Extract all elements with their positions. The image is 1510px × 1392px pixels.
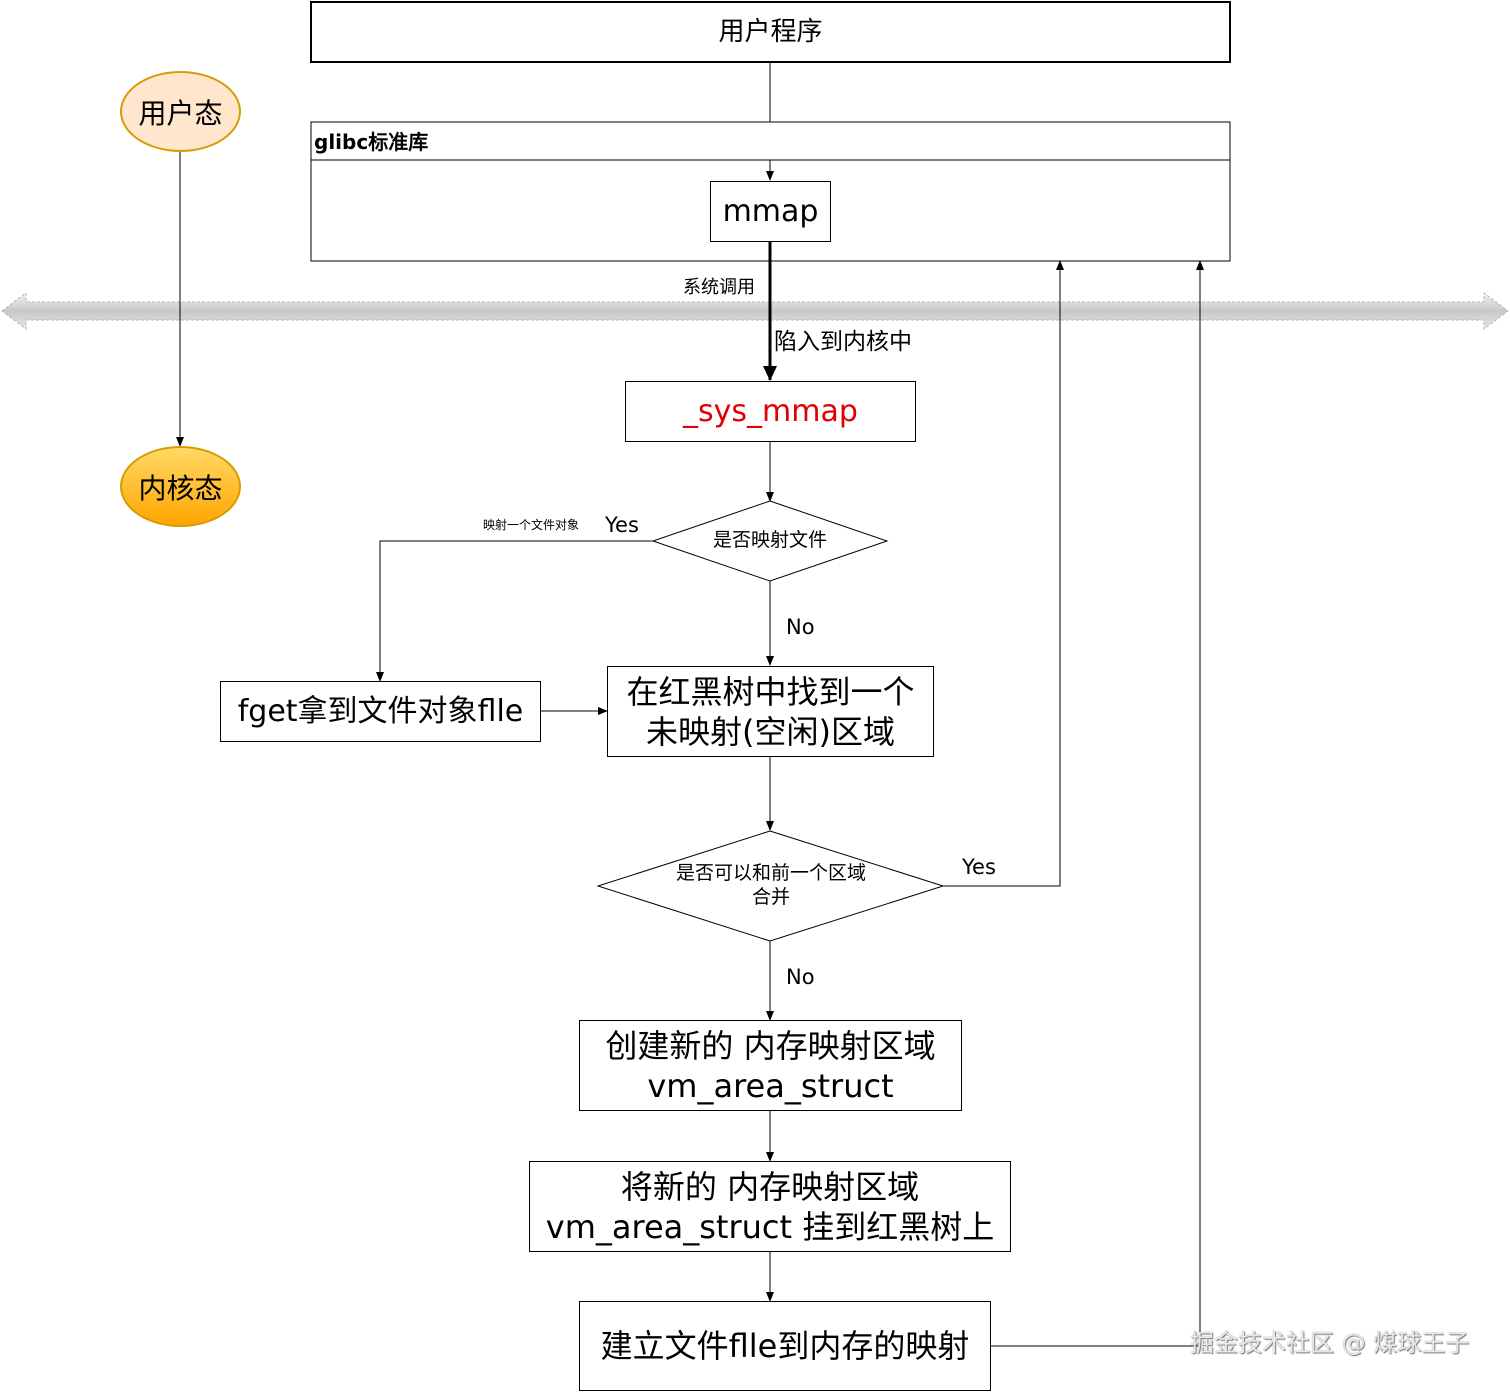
connectors xyxy=(176,62,1204,1347)
trap-label: 陷入到内核中 xyxy=(774,329,912,355)
user-program-label: 用户程序 xyxy=(718,16,823,47)
establish-mapping-box: 建立文件flle到内存的映射 xyxy=(579,1301,991,1391)
yes-label-1: Yes xyxy=(605,513,639,537)
user-kernel-boundary xyxy=(1,292,1509,330)
no-label-2: No xyxy=(786,965,815,989)
glibc-header-label: glibc标准库 xyxy=(314,130,429,154)
decision-merge-line1: 是否可以和前一个区域 xyxy=(675,862,866,885)
kernel-mode-oval: 内核态 xyxy=(120,446,241,527)
decision-map-file-text: 是否映射文件 xyxy=(653,521,887,561)
find-region-line2: 未映射(空闲)区域 xyxy=(646,712,895,751)
decision-map-file-label: 是否映射文件 xyxy=(712,529,827,552)
connector-merge-yes-to-glibc xyxy=(943,260,1064,887)
syscall-label: 系统调用 xyxy=(683,277,755,298)
insert-vma-box: 将新的 内存映射区域 vm_area_struct 挂到红黑树上 xyxy=(529,1161,1011,1252)
map-file-object-label: 映射一个文件对象 xyxy=(483,518,580,532)
sys-mmap-box: _sys_mmap xyxy=(625,381,916,442)
user-mode-label: 用户态 xyxy=(138,96,223,130)
decision-map-file-diamond xyxy=(651,500,889,582)
sys-mmap-label: _sys_mmap xyxy=(683,393,858,429)
fget-box: fget拿到文件对象flle xyxy=(220,681,541,742)
mmap-label: mmap xyxy=(722,193,819,229)
create-vma-box: 创建新的 内存映射区域 vm_area_struct xyxy=(579,1020,962,1111)
find-region-box: 在红黑树中找到一个 未映射(空闲)区域 xyxy=(607,666,934,757)
decision-merge-line2: 合并 xyxy=(751,886,790,908)
connector-establish-to-glibc xyxy=(990,260,1204,1347)
create-vma-line1: 创建新的 内存映射区域 xyxy=(605,1026,936,1065)
user-mode-oval: 用户态 xyxy=(120,71,241,152)
no-label-1: No xyxy=(786,615,815,639)
mmap-box: mmap xyxy=(710,181,831,242)
kernel-mode-label: 内核态 xyxy=(138,471,223,505)
connector-decision-yes-to-fget xyxy=(376,540,653,682)
establish-mapping-label: 建立文件flle到内存的映射 xyxy=(600,1327,970,1365)
create-vma-line2: vm_area_struct xyxy=(647,1066,894,1105)
decision-merge-text: 是否可以和前一个区域 合并 xyxy=(640,861,902,911)
yes-label-2: Yes xyxy=(962,855,996,879)
find-region-line1: 在红黑树中找到一个 xyxy=(626,672,915,711)
fget-label: fget拿到文件对象flle xyxy=(237,693,524,729)
insert-vma-line1: 将新的 内存映射区域 xyxy=(620,1167,920,1206)
user-program-box: 用户程序 xyxy=(310,1,1231,63)
insert-vma-line2: vm_area_struct 挂到红黑树上 xyxy=(545,1207,995,1246)
watermark: 掘金技术社区 @ 煤球王子 xyxy=(1190,1329,1470,1357)
decision-merge-diamond xyxy=(596,830,945,942)
